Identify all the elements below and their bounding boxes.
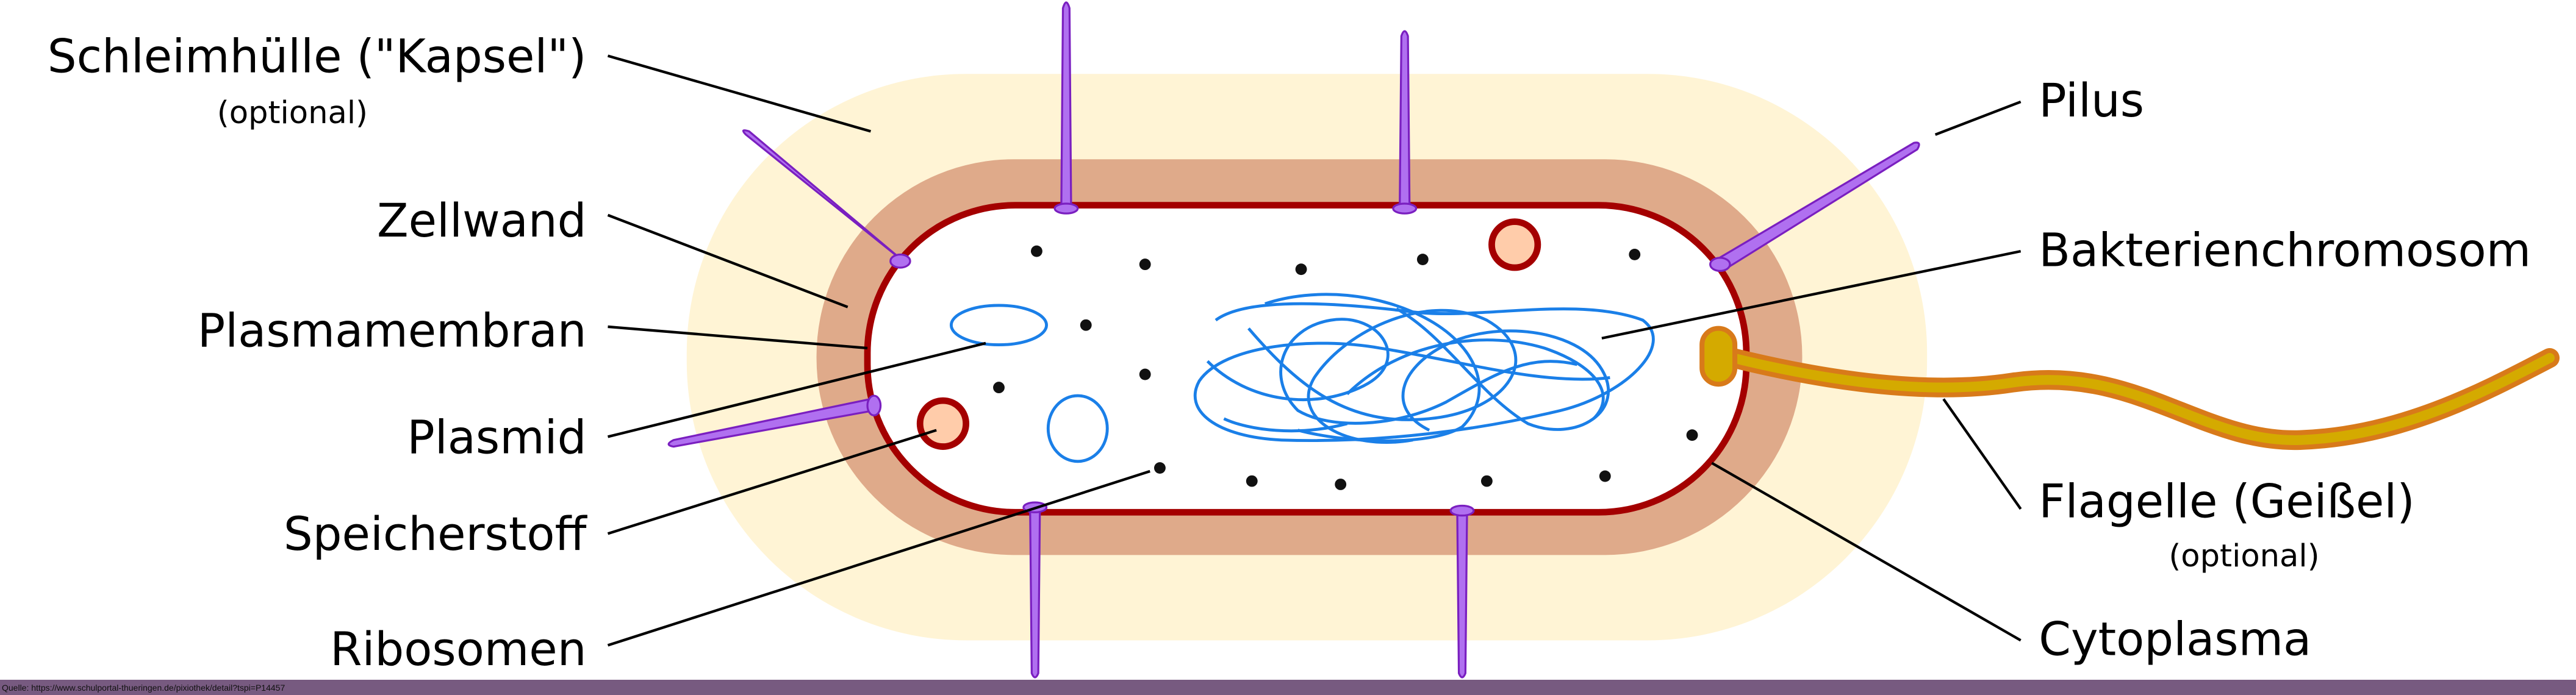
label-pilus: Pilus xyxy=(2039,74,2144,127)
label-flagellum: Flagelle (Geißel) xyxy=(2039,474,2415,528)
label-storage: Speicherstoff xyxy=(284,507,588,561)
leader-lines xyxy=(607,54,2022,647)
label-capsule-note: (optional) xyxy=(217,95,368,131)
label-capsule: Schleimhülle ("Kapsel") xyxy=(48,30,587,84)
label-chromosome: Bakterienchromosom xyxy=(2039,223,2531,277)
plasmids xyxy=(949,304,1109,463)
pili xyxy=(667,1,1920,679)
bacterium-diagram: Schleimhülle ("Kapsel") (optional) Zellw… xyxy=(48,1,2560,679)
label-flagellum-note: (optional) xyxy=(2169,538,2319,574)
plasma-membrane xyxy=(864,202,1750,516)
label-cytoplasm: Cytoplasma xyxy=(2039,613,2311,666)
storage-granules xyxy=(916,218,1541,450)
source-text: Quelle: https://www.schulportal-thuering… xyxy=(2,683,285,693)
bacterial-chromosome xyxy=(1193,293,1655,444)
label-cell-wall: Zellwand xyxy=(377,194,587,248)
flagellum xyxy=(1699,326,2560,450)
label-ribosomes: Ribosomen xyxy=(330,622,586,676)
ribosomes xyxy=(993,245,1698,490)
label-plasmid: Plasmid xyxy=(407,410,586,464)
source-footer: Quelle: https://www.schulportal-thuering… xyxy=(0,680,2576,695)
label-membrane: Plasmamembran xyxy=(198,304,587,357)
